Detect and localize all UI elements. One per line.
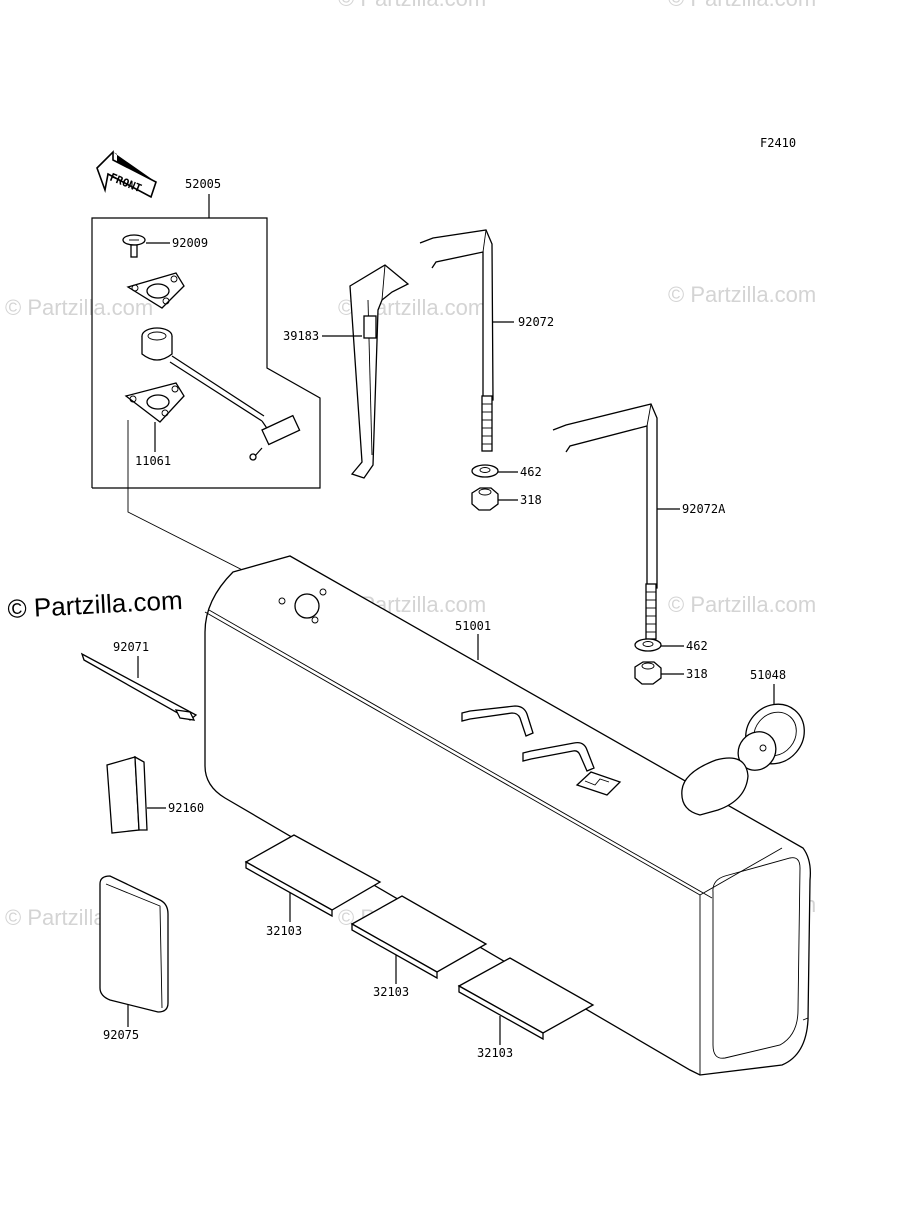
washer-nut-upper: 462 318	[471, 464, 542, 511]
watermark-text: © Partzilla.com	[338, 0, 486, 11]
part-label-39183: 39183	[283, 329, 319, 343]
part-label-32103-c: 32103	[477, 1046, 513, 1060]
pad-32103-b: 32103	[350, 895, 488, 999]
part-label-51001: 51001	[455, 619, 491, 633]
pad-92075: 92075	[99, 875, 169, 1042]
part-label-92072A: 92072A	[682, 502, 726, 516]
watermark-text: © Partzilla.com	[668, 0, 816, 11]
part-label-92071: 92071	[113, 640, 149, 654]
part-label-52005: 52005	[185, 177, 221, 191]
bracket-39183: 39183	[283, 264, 410, 479]
watermark-text: © Partzilla.com	[668, 282, 816, 307]
part-label-462-lower: 462	[686, 639, 708, 653]
watermark-text: © Partzilla.com	[5, 295, 153, 320]
part-label-92075: 92075	[103, 1028, 139, 1042]
fuel-cap-51048: 51048	[681, 668, 805, 816]
screw-92009: 92009	[122, 234, 208, 258]
part-label-92009: 92009	[172, 236, 208, 250]
part-label-32103-b: 32103	[373, 985, 409, 999]
washer-nut-lower: 462 318	[634, 638, 708, 685]
front-arrow-icon: FRONT	[96, 150, 160, 199]
fuel-sender-11061: 11061	[124, 327, 301, 468]
part-label-32103-a: 32103	[266, 924, 302, 938]
part-label-318-lower: 318	[686, 667, 708, 681]
assembly-leader-line	[127, 420, 283, 591]
pad-92160: 92160	[106, 755, 204, 834]
stay-92072: 92072	[419, 229, 554, 452]
pad-32103-c: 32103	[457, 957, 595, 1060]
upper-gasket-plate	[126, 272, 185, 309]
fuel-tank-51001: 51001	[204, 555, 811, 1076]
part-label-92160: 92160	[168, 801, 204, 815]
figure-code: F2410	[760, 136, 796, 150]
part-label-462-upper: 462	[520, 465, 542, 479]
part-label-318-upper: 318	[520, 493, 542, 507]
assembly-bracket-52005: 52005	[91, 177, 321, 489]
part-label-92072: 92072	[518, 315, 554, 329]
pad-32103-a: 32103	[244, 834, 382, 938]
part-label-11061: 11061	[135, 454, 171, 468]
band-92071: 92071	[80, 640, 198, 721]
part-label-51048: 51048	[750, 668, 786, 682]
watermark-main: © Partzilla.com	[7, 585, 184, 624]
watermark-text: © Partzilla.com	[668, 592, 816, 617]
